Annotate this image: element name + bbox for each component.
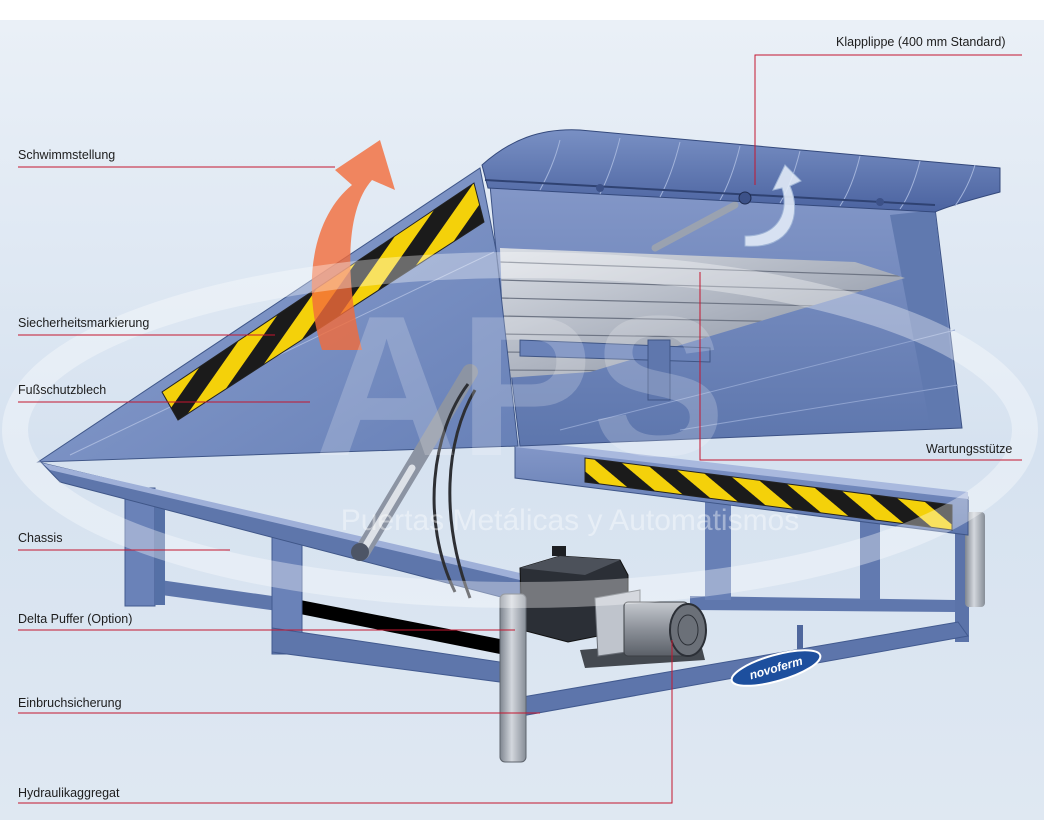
chassis-leg [124, 487, 156, 607]
lip-rotation-arrow-icon [744, 164, 802, 247]
watermark-ring [2, 252, 1038, 608]
lip-line [839, 155, 861, 207]
hydraulic-hose [448, 389, 477, 599]
right-bumper-post [965, 512, 985, 607]
deck-plate-edge [679, 384, 959, 431]
rib-line [500, 261, 901, 277]
hydraulic-hose [432, 383, 470, 593]
oil-tank-top [520, 556, 620, 575]
lip-hinge-knuckle [738, 191, 752, 205]
lip-line [899, 160, 921, 210]
watermark: APS Puertas Metálicas y Automatismos [2, 252, 1038, 608]
lip-line [659, 141, 681, 198]
motor-fan-grille [677, 614, 699, 646]
tank-cap [552, 546, 566, 556]
right-beam-top-face [515, 440, 968, 499]
motor-fan-cover [669, 603, 707, 657]
label-chassis: Chassis [18, 531, 63, 545]
lip-line [954, 164, 976, 207]
cylinder-mount [351, 543, 369, 561]
maintenance-strut-bracket [647, 339, 671, 401]
deck-plate-edge [559, 329, 956, 431]
watermark-text: Puertas Metálicas y Automatismos [341, 504, 800, 537]
lip-hinge-knuckle [876, 198, 884, 206]
deck-platform [489, 184, 963, 447]
rear-frame-support [860, 512, 880, 600]
label-toe-guard: Fußschutzblech [18, 383, 107, 397]
right-chassis-beam [514, 440, 969, 536]
deck-right-skirt [890, 210, 958, 425]
deck-lip [481, 129, 1001, 213]
chassis-front-beam-top [42, 463, 520, 580]
label-break-through-guard: Einbruchsicherung [18, 696, 122, 710]
label-safety-marking: Siecherheitsmarkierung [18, 316, 150, 330]
lip-plate [481, 129, 1001, 213]
label-delta-buffer: Delta Puffer (Option) [18, 612, 133, 626]
leader-line-lip [754, 54, 1022, 185]
frame-pin [797, 625, 803, 651]
rear-frame-support [705, 500, 731, 600]
leader-line-maintenance-strut [699, 272, 1022, 461]
lip-line [539, 139, 561, 191]
chassis-bottom-rail [125, 575, 300, 614]
lip-line [719, 145, 741, 201]
delta-buffer-post [499, 593, 527, 763]
lip-hinge-knuckle [596, 184, 604, 192]
label-floating-position: Schwimmstellung [18, 148, 116, 162]
label-lip: Klapplippe (400 mm Standard) [836, 35, 1006, 49]
cylinder-rod [358, 464, 416, 556]
toe-guard-fold [69, 251, 495, 456]
label-maintenance-strut: Wartungsstütze [926, 442, 1013, 456]
lift-cylinder [351, 364, 478, 599]
lip-cylinder [651, 201, 739, 252]
lip-hinge [484, 179, 936, 206]
floating-motion-arrow-icon [311, 140, 395, 350]
rear-frame-cross-bar [690, 596, 955, 612]
watermark-logo: APS [314, 275, 725, 498]
leader-line-hydraulic-unit [18, 640, 673, 804]
logo-badge [730, 649, 822, 687]
chassis-bottom-rail [300, 600, 505, 655]
label-hydraulic-unit: Hydraulikaggregat [18, 786, 120, 800]
right-safety-marking [584, 457, 953, 531]
